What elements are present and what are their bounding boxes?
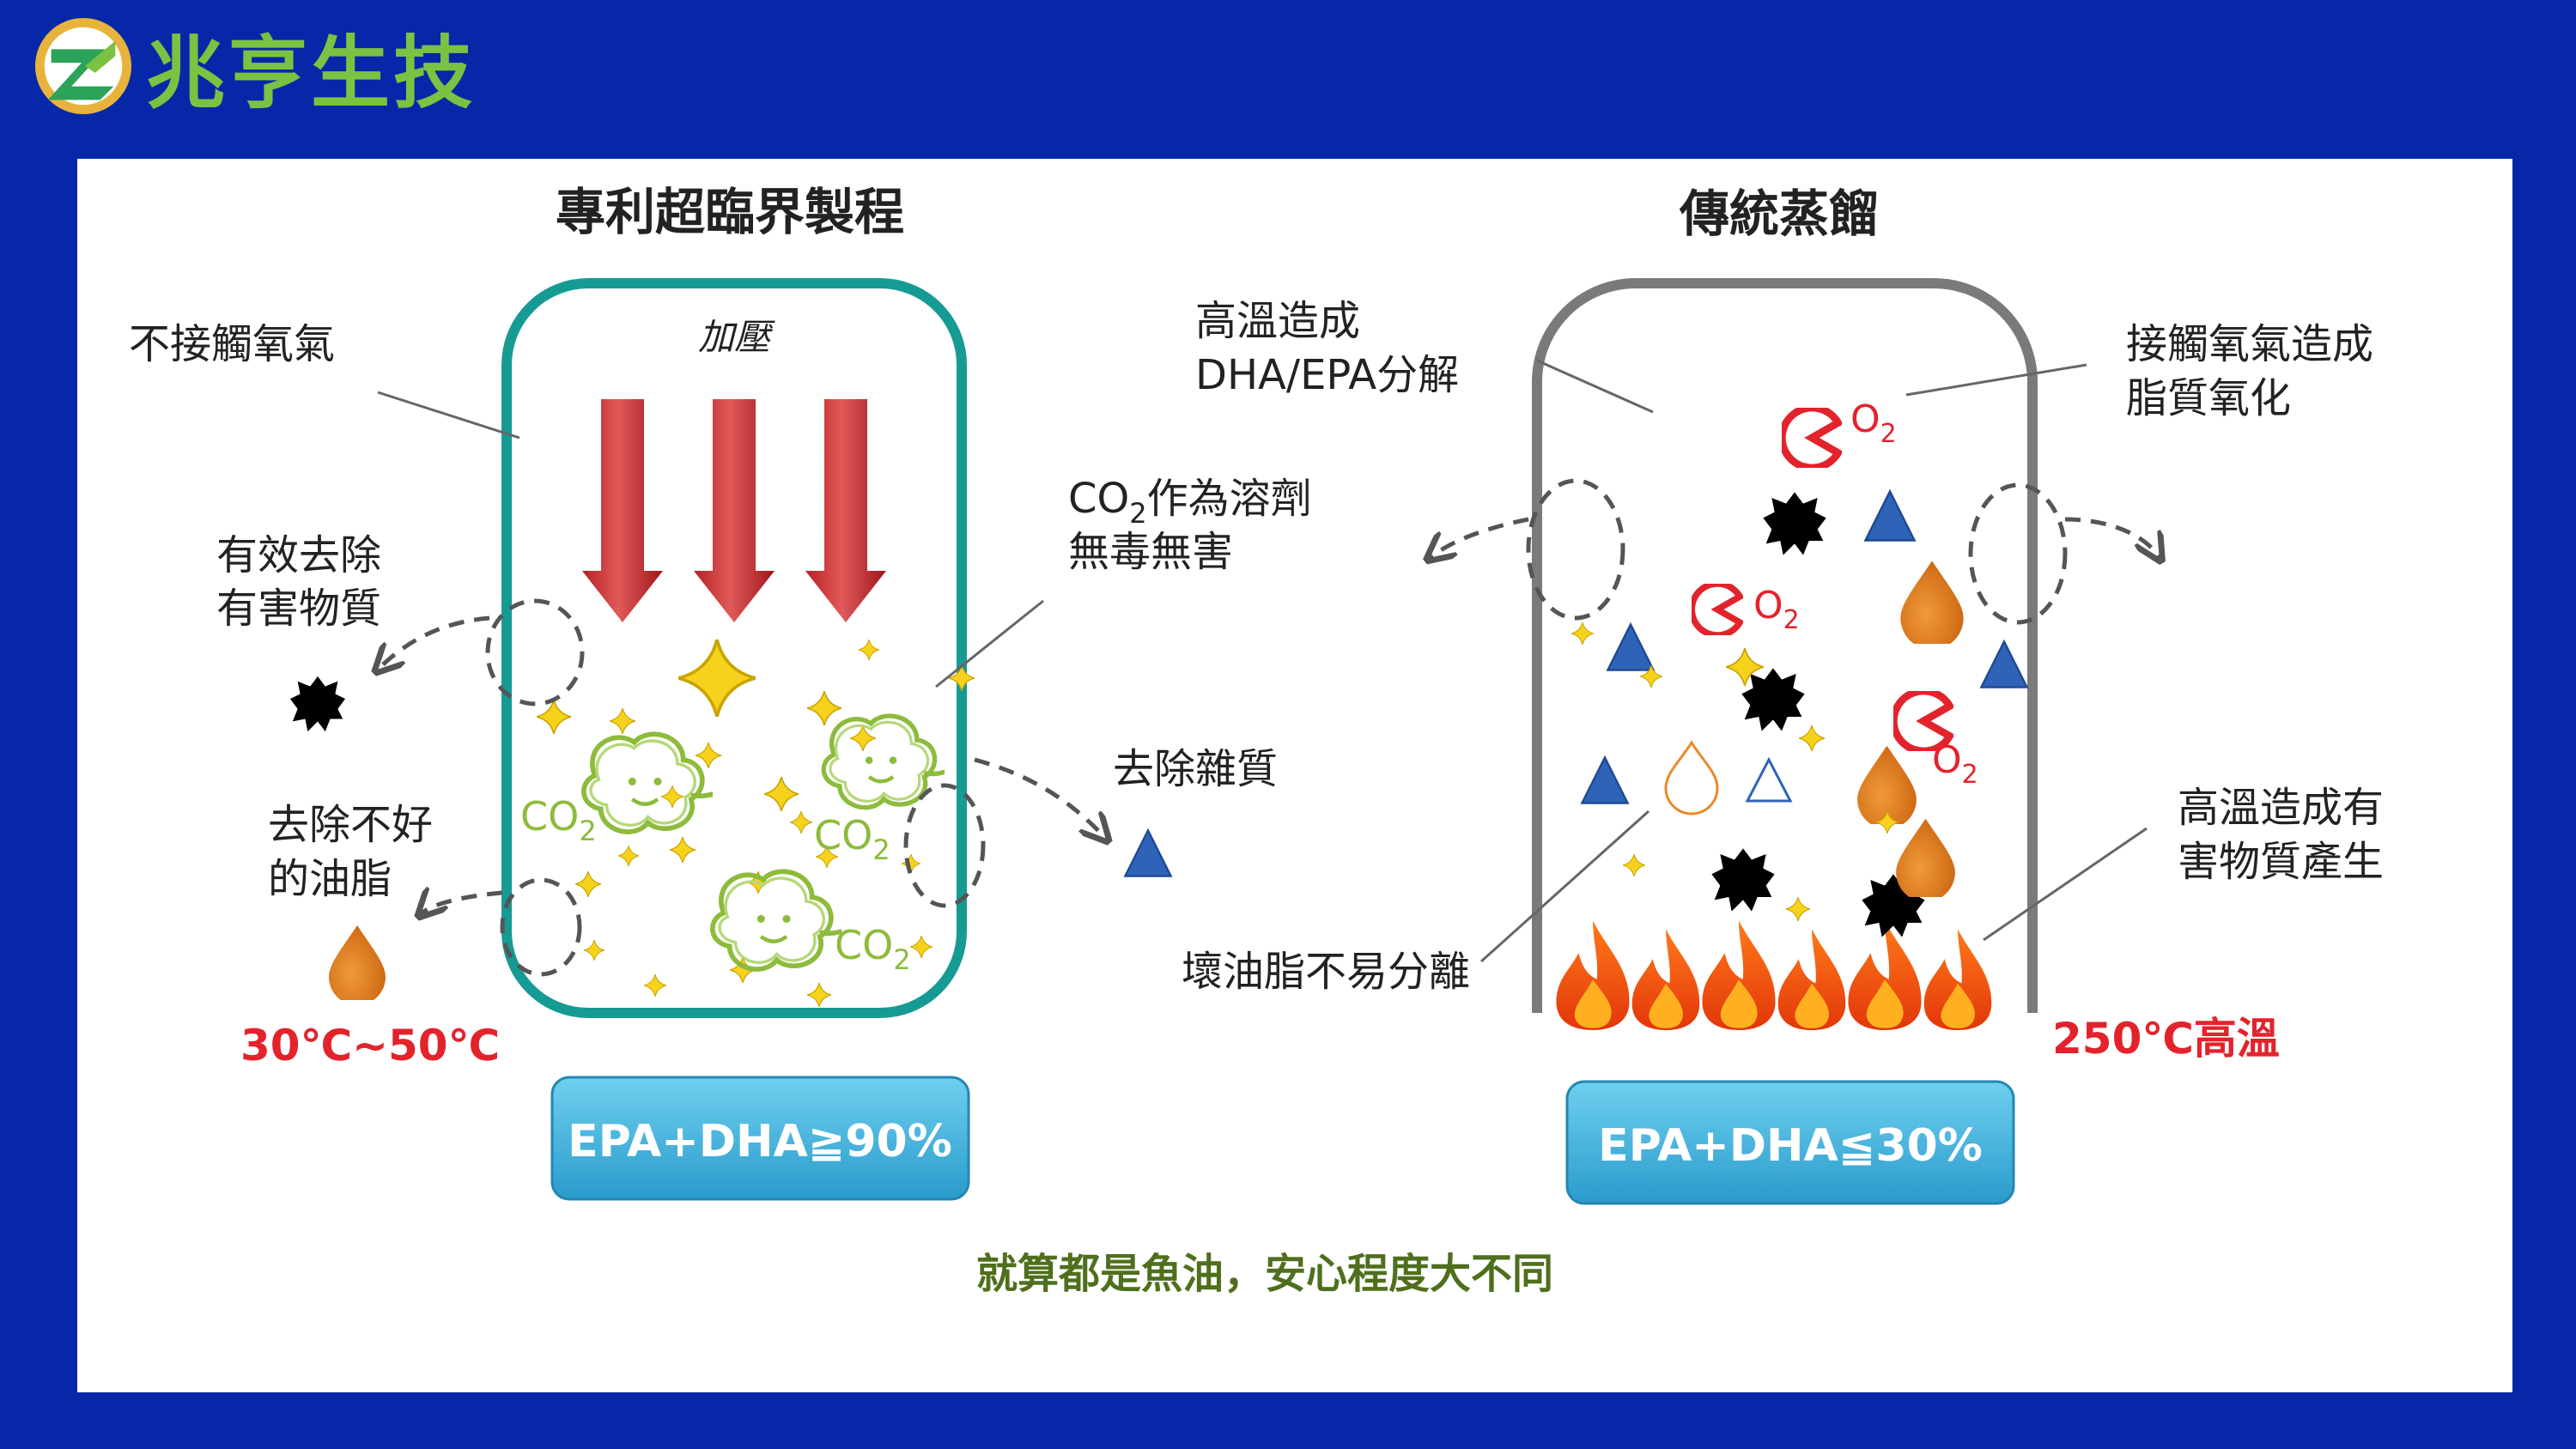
label-harmful-produced-2: 害物質產生 (2178, 838, 2384, 886)
pressure-arrow-icon (582, 399, 886, 622)
brand-mark-icon (34, 17, 132, 115)
co2-bubble-icon (584, 716, 969, 969)
o2-label-1: O2 (1850, 397, 1897, 449)
distillation-vessel (1532, 278, 2038, 1013)
leader-line (1479, 359, 2148, 963)
brand-name: 兆亨生技 (146, 27, 477, 119)
right-temperature: 250℃高溫 (2052, 1014, 2280, 1064)
label-bad-fat: 壞油脂不易分離 (1182, 948, 1470, 996)
toxin-blob-icon (1711, 492, 1925, 937)
co2-label-2: CO2 (814, 812, 890, 866)
co2-label-1: CO2 (520, 793, 597, 847)
o2-label-2: O2 (1753, 584, 1800, 635)
escape-path (1430, 478, 2160, 625)
label-remove-harmful-1: 有效去除 (216, 531, 381, 579)
label-oxidation-1: 接觸氧氣造成 (2126, 320, 2373, 368)
escape-path (378, 598, 1106, 977)
label-nontoxic: 無毒無害 (1068, 528, 1233, 576)
label-high-temp-decompose-2: DHA/EPA分解 (1195, 351, 1459, 399)
supercritical-vessel (501, 278, 967, 1018)
o2-label-3: O2 (1932, 738, 1978, 790)
label-oxidation-2: 脂質氧化 (2126, 374, 2291, 422)
right-title: 傳統蒸餾 (1679, 185, 1879, 243)
label-harmful-produced-1: 高溫造成有 (2178, 784, 2384, 832)
impurity-triangle-icon (1124, 829, 1172, 877)
flame-icon (1556, 920, 1992, 1030)
label-high-temp-decompose-1: 高溫造成 (1195, 297, 1360, 345)
label-remove-harmful-2: 有害物質 (216, 585, 381, 633)
toxin-blob-icon (289, 676, 346, 732)
label-no-oxygen: 不接觸氧氣 (129, 320, 335, 368)
oil-drop-icon (329, 925, 386, 1000)
label-solvent: CO2作為溶劑 (1068, 475, 1312, 530)
result-badge-right: EPA+DHA≦30% (1565, 1080, 2015, 1205)
leader-line (377, 391, 1044, 688)
label-remove-bad-fat-1: 去除不好 (268, 801, 433, 849)
co2-label-3: CO2 (835, 922, 911, 976)
oxygen-icon (1692, 408, 1949, 751)
process-comparison-diagram: 專利超臨界製程 加壓 CO2 CO2 CO (129, 183, 2384, 1298)
label-remove-impurity: 去除雜質 (1113, 745, 1278, 793)
content-panel: 專利超臨界製程 加壓 CO2 CO2 CO (77, 159, 2512, 1392)
footer-tagline: 就算都是魚油，安心程度大不同 (976, 1250, 1553, 1298)
impurity-triangle-icon (1581, 490, 2028, 804)
left-temperature: 30℃~50℃ (240, 1021, 500, 1070)
pressure-label: 加壓 (698, 316, 775, 358)
result-right: EPA+DHA≦30% (1598, 1120, 1983, 1172)
label-remove-bad-fat-2: 的油脂 (268, 855, 392, 903)
result-left: EPA+DHA≧90% (568, 1116, 952, 1167)
result-badge-left: EPA+DHA≧90% (550, 1076, 970, 1201)
left-title: 專利超臨界製程 (556, 183, 904, 241)
brand-logo: 兆亨生技 (33, 10, 476, 122)
oil-drop-icon (1664, 561, 1964, 897)
